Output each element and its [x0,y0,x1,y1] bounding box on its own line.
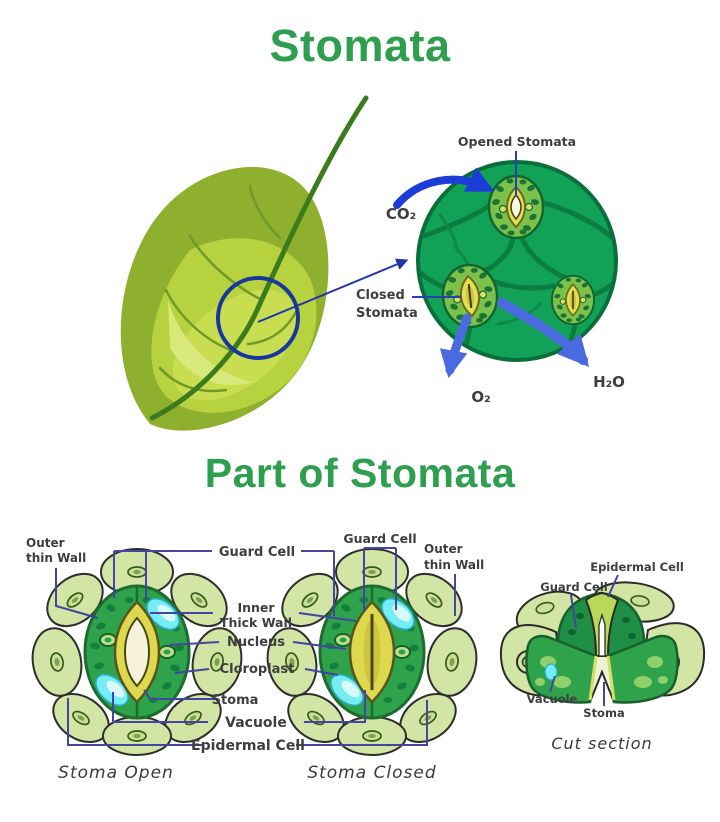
caption-stoma-closed: Stoma Closed [307,763,436,783]
stoma-closed-micro [438,261,502,331]
stoma-closed-diagram [260,547,484,757]
label-inner-thick-wall-2: Thick Wall [220,615,292,630]
leader-guard-cell-left [113,550,212,600]
magnified-leaf-surface [416,160,618,362]
label-closed-1: Closed [356,288,405,303]
stoma-open-micro [487,174,545,240]
label-co2: CO₂ [386,205,416,223]
magnifier-ring [216,276,300,360]
o2-arrow [439,313,472,379]
label-cut-stoma: Stoma [583,706,624,720]
label-outer-thin-wall-right-1: Outer [424,542,463,556]
section-title: Part of Stomata [204,450,516,496]
caption-stoma-open: Stoma Open [58,763,174,783]
label-cut-epidermal-cell: Epidermal Cell [590,560,684,574]
leader-cut-epidermal [607,574,619,598]
label-inner-thick-wall-1: Inner [237,600,275,615]
label-vacuole: Vacuole [225,715,287,731]
leader-nucleus [169,641,347,650]
label-cut-guard-cell: Guard Cell [540,580,607,594]
label-h2o: H₂O [593,373,625,391]
leaf-veins [158,184,298,393]
leaf-midrib [149,95,369,421]
leader-inner-thick-wall [150,612,357,622]
label-closed-2: Stomata [356,306,418,321]
stoma-small-micro [550,274,596,326]
cut-section-diagram [499,581,706,704]
label-opened-stomata: Opened Stomata [458,134,576,149]
label-outer-thin-wall-left-2: thin Wall [26,551,86,565]
label-cut-vacuole: Vacuole [527,692,578,706]
leader-cut-guard [570,594,577,629]
leader-epidermal-cell [67,698,428,746]
leader-guard-cell-right [301,550,335,616]
label-cloroplast: Cloroplast [220,662,295,677]
leader-guard-cell-2 [363,547,397,612]
h2o-arrow [497,298,590,367]
leaf-highlight [168,300,252,385]
leader-outer-thin-wall-left [55,568,99,619]
stoma-open-diagram [25,547,249,757]
leader-vacuole [112,690,366,723]
label-outer-thin-wall-left-1: Outer [26,536,65,550]
leader-stoma [143,689,216,700]
leader-lines-bottom [55,547,619,746]
leaf-illustration [120,95,409,431]
label-epidermal-cell: Epidermal Cell [191,738,305,754]
label-stoma: Stoma [212,693,259,708]
label-o2: O₂ [471,388,490,406]
co2-arrow [393,167,495,209]
zoom-connector-arrow [257,258,409,323]
label-guard-cell: Guard Cell [219,545,295,560]
leader-cloroplast [174,668,339,676]
label-outer-thin-wall-right-2: thin Wall [424,558,484,572]
cut-face-right [606,634,679,704]
caption-cut-section: Cut section [551,734,652,753]
label-nucleus: Nucleus [227,635,285,650]
main-title: Stomata [269,20,451,71]
label-guard-cell-2: Guard Cell [343,531,416,546]
cut-face-left [525,634,598,704]
leader-cut-vacuole [549,675,556,693]
